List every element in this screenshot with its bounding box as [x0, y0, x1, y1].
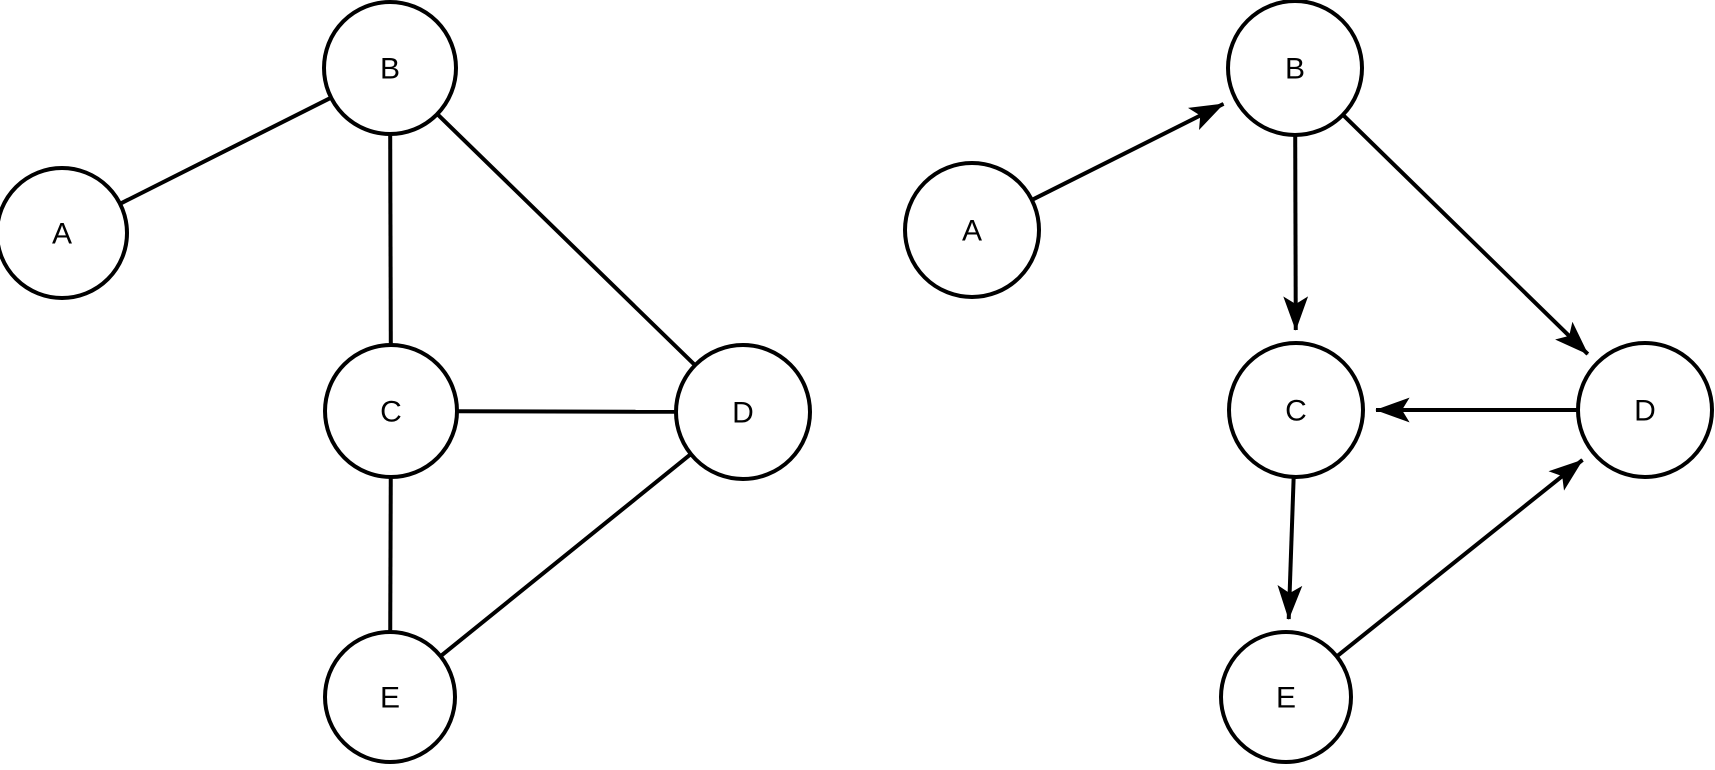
graph-node-circle-d[interactable]	[1576, 341, 1714, 479]
graph-edge-b-d	[1341, 113, 1590, 356]
graph-node-label-b: B	[1285, 53, 1305, 86]
graph-node-circle-b[interactable]	[1226, 0, 1364, 137]
graph-node-circle-a[interactable]	[0, 166, 129, 300]
graph-node-label-a: A	[52, 218, 72, 251]
graph-edge-b-c	[388, 133, 393, 346]
graph-edge-b-c	[1283, 134, 1309, 331]
graph-node-label-d: D	[732, 397, 754, 430]
directed-graph-panel-nodes: A B C D E	[903, 0, 1714, 764]
graph-node-c[interactable]: C	[1227, 341, 1365, 479]
graph-node-circle-d[interactable]	[674, 343, 812, 481]
graph-node-a[interactable]: A	[0, 166, 129, 300]
undirected-graph-panel-nodes: A B C D E	[0, 0, 812, 764]
graph-node-circle-c[interactable]	[323, 343, 459, 479]
graph-node-label-e: E	[380, 682, 400, 715]
graph-edge-e-d	[1335, 458, 1584, 658]
graph-edge-c-e	[388, 476, 393, 633]
graph-node-e[interactable]: E	[1219, 630, 1353, 764]
graph-node-d[interactable]: D	[674, 343, 812, 481]
graph-node-label-c: C	[380, 396, 402, 429]
graph-node-b[interactable]: B	[322, 0, 458, 136]
graph-node-label-a: A	[962, 215, 982, 248]
directed-graph-panel-edges	[1030, 102, 1590, 658]
graph-edge-c-e	[1277, 476, 1303, 620]
graph-node-label-e: E	[1276, 682, 1296, 715]
graph-node-label-b: B	[380, 53, 400, 86]
graph-edge-a-b	[119, 95, 332, 206]
graph-node-circle-e[interactable]	[323, 630, 457, 764]
undirected-graph-panel-edges	[119, 95, 697, 658]
graph-node-b[interactable]: B	[1226, 0, 1364, 137]
graph-edge-c-d	[456, 409, 677, 414]
graph-edge-e-d	[439, 452, 693, 658]
graph-node-circle-e[interactable]	[1219, 630, 1353, 764]
graph-node-label-d: D	[1634, 395, 1656, 428]
graph-node-circle-a[interactable]	[903, 161, 1041, 299]
graph-node-circle-b[interactable]	[322, 0, 458, 136]
graph-node-a[interactable]: A	[903, 161, 1041, 299]
graph-node-c[interactable]: C	[323, 343, 459, 479]
graph-node-e[interactable]: E	[323, 630, 457, 764]
graph-node-circle-c[interactable]	[1227, 341, 1365, 479]
graph-node-d[interactable]: D	[1576, 341, 1714, 479]
graph-edge-b-d	[435, 112, 697, 367]
graph-node-label-c: C	[1285, 395, 1307, 428]
graph-edge-a-b	[1030, 102, 1225, 202]
graph-edges-layer	[119, 95, 1590, 658]
